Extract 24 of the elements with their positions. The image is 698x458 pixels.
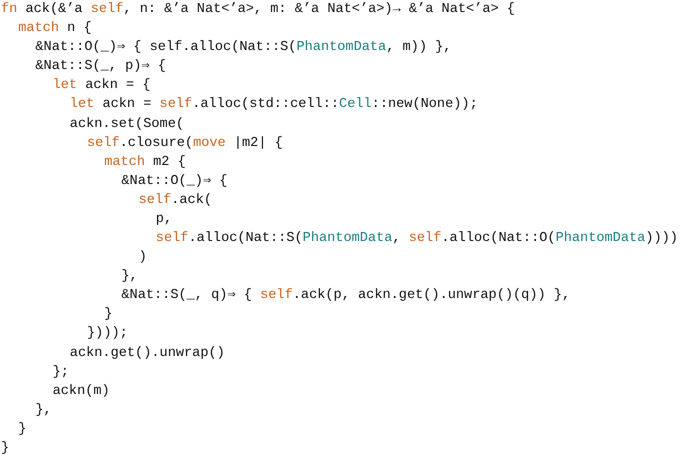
code-line: self.closure(move |m2| { — [87, 134, 283, 153]
code-line: fn ack(&’a self, n: &’a Nat<’a>, m: &’a Nat<’a>)→ &’a Nat<’a> { — [1, 1, 515, 19]
code-line: }, — [121, 268, 138, 286]
code-line: }, — [35, 402, 52, 420]
code-line: &Nat::O(_)⇒ { self.alloc(Nat::S(PhantomData, m)) }, — [35, 39, 452, 58]
code-line: p, — [156, 210, 172, 229]
code-line: }))); — [87, 325, 128, 344]
code-line: self.alloc(Nat::S(PhantomData, self.alloc(Nat::O(PhantomData)))) — [156, 230, 678, 248]
code-line: }; — [52, 364, 69, 382]
code-line: &Nat::S(_, p)⇒ { — [35, 58, 166, 76]
code-line: self.ack( — [138, 192, 212, 210]
code-line: ackn.set(Some( — [70, 116, 184, 134]
code-line: ackn(m) — [52, 382, 110, 401]
code-line: } — [104, 306, 112, 324]
code-line: ) — [138, 249, 147, 268]
code-line: match n { — [18, 20, 92, 38]
code-line: } — [18, 420, 26, 439]
code-line: ackn.get().unwrap() — [70, 344, 225, 362]
code-line: match m2 { — [104, 154, 186, 172]
code-line: let ackn = self.alloc(std::cell::Cell::new(None)); — [70, 96, 478, 114]
code-line: &Nat::S(_, q)⇒ { self.ack(p, ackn.get().unwrap()(q)) }, — [121, 287, 570, 306]
code-line: } — [1, 440, 10, 458]
code-line: &Nat::O(_)⇒ { — [121, 172, 228, 191]
code-line: let ackn = { — [52, 77, 150, 96]
